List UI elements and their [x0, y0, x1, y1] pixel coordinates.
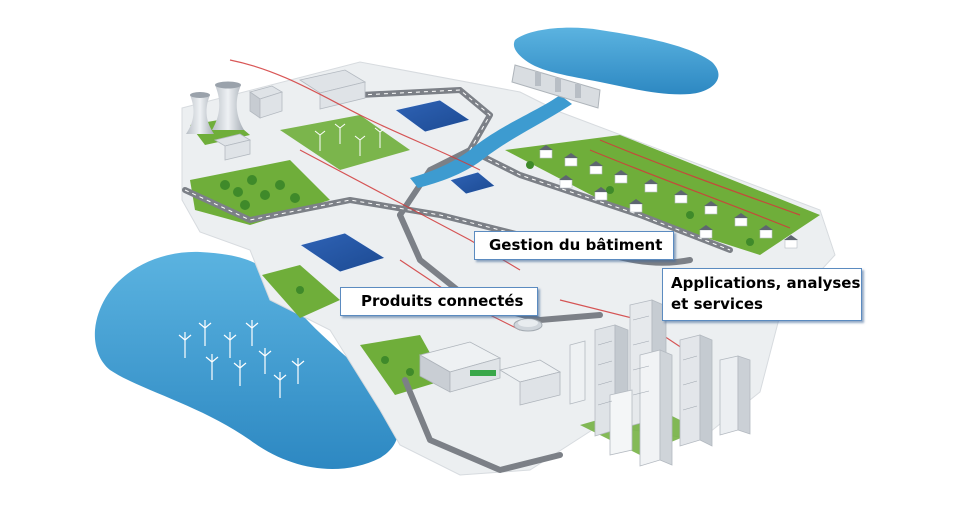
- dam: [511, 64, 601, 109]
- callout-apps-label-line2: et services: [671, 295, 763, 313]
- cooling-towers: [186, 81, 244, 134]
- trees: [220, 161, 754, 376]
- houses: [539, 145, 798, 249]
- callout-apps-analytics-services: Applications, analyses et services: [662, 268, 862, 321]
- lake-left: [94, 251, 399, 470]
- solar-panels: [299, 99, 496, 273]
- callout-building-management: Gestion du bâtiment: [474, 231, 674, 260]
- callout-building-management-label: Gestion du bâtiment: [489, 236, 663, 254]
- skyscraper-windows: [597, 315, 698, 411]
- callout-apps-label-line1: Applications, analyses: [671, 274, 861, 292]
- reservoir: [513, 27, 719, 95]
- callout-connected-products: Produits connectés: [340, 287, 538, 316]
- wind-turbines: [178, 320, 305, 398]
- land-wind-turbines: [314, 123, 386, 156]
- callout-connected-products-label: Produits connectés: [361, 292, 524, 310]
- water-tank: [513, 318, 543, 332]
- skyscrapers: [569, 299, 751, 467]
- factory: [418, 341, 562, 406]
- river: [410, 95, 572, 188]
- industrial-buildings: [213, 69, 367, 161]
